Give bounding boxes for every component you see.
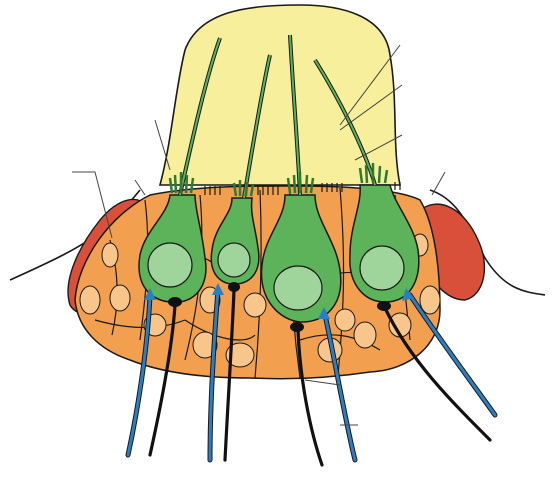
leader-line-8	[305, 380, 340, 385]
leader-line-6	[135, 180, 145, 195]
leader-line-7	[432, 172, 445, 195]
